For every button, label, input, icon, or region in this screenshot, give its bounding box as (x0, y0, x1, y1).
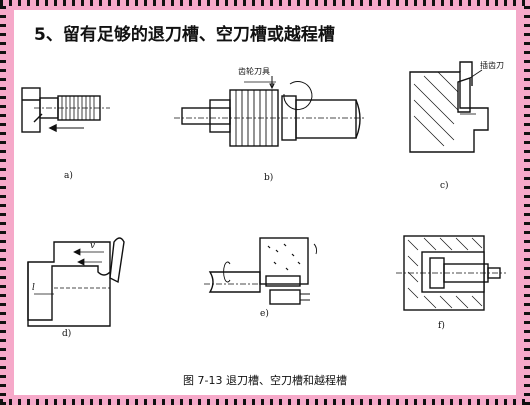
panel-a-thread-relief (21, 87, 110, 133)
panel-b-label: b) (264, 172, 273, 183)
figure-caption: 图 7-13 退刀槽、空刀槽和越程槽 (183, 374, 347, 387)
panel-d-planing-clearance (27, 237, 125, 327)
panel-b-gear-shaft (174, 76, 364, 147)
panel-f-label: f) (438, 320, 445, 331)
panel-c-tool-label: 插齿刀 (480, 60, 504, 70)
panel-e-grinding-overrun (204, 237, 317, 305)
figure-page: 5、留有足够的退刀槽、空刀槽或越程槽 a) (14, 10, 516, 395)
panel-d-speed-label: v (90, 241, 95, 251)
diagram-canvas: a) 齿轮刀具 b) (21, 60, 506, 339)
page-title: 5、留有足够的退刀槽、空刀槽或越程槽 (34, 25, 335, 45)
panel-d-label: d) (62, 328, 71, 339)
panel-f-bore-relief (396, 235, 506, 311)
panel-c-label: c) (440, 180, 449, 191)
panel-d-length-label: l (32, 283, 35, 293)
panel-e-label: e) (260, 308, 269, 319)
panel-a-label: a) (64, 170, 73, 181)
panel-c-shaper-relief (409, 61, 489, 153)
panel-b-tool-label: 齿轮刀具 (238, 66, 270, 76)
